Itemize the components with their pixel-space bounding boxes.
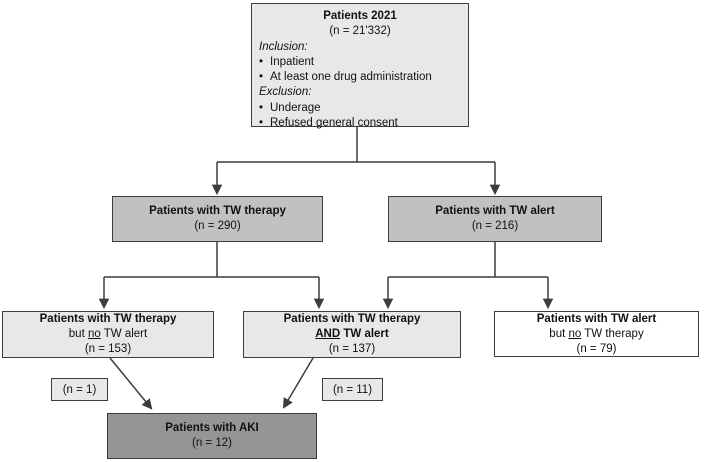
edge-and-to-aki (282, 357, 314, 409)
edge-no-alert-to-aki (109, 357, 153, 410)
box-title: Patients 2021 (323, 10, 397, 22)
exclusion-item: • Refused general consent (259, 116, 461, 131)
box-subtitle: but no TW alert (68, 328, 148, 340)
bullet-icon: • (259, 71, 264, 84)
box-title: Patients with TW alert (536, 312, 657, 325)
box-therapy-and-alert: Patients with TW therapy AND TW alert (n… (243, 311, 461, 358)
box-patients-2021: Patients 2021 (n = 21'332) Inclusion: • … (251, 3, 469, 129)
box-count: (n = 153) (84, 343, 132, 355)
box-tw-therapy: Patients with TW therapy (n = 290) (112, 196, 323, 242)
box-subtitle: AND TW alert (315, 328, 389, 340)
box-alert-no-therapy: Patients with TW alert but no TW therapy… (494, 311, 699, 357)
edge-therapy-to-level3 (98, 242, 325, 310)
edge-label-n1: (n = 1) (51, 378, 108, 401)
box-title: Patients with TW therapy (283, 313, 421, 325)
edge-label-n11: (n = 11) (322, 378, 383, 401)
box-tw-alert: Patients with TW alert (n = 216) (388, 196, 602, 242)
inclusion-item-text: At least one drug administration (270, 71, 432, 84)
box-count: (n = 12) (192, 437, 232, 449)
box-count: (n = 79) (576, 342, 617, 355)
box-count: (n = 290) (194, 220, 241, 232)
bullet-icon: • (259, 55, 264, 68)
box-title: Patients with AKI (165, 422, 259, 434)
inclusion-item: • Inpatient (259, 55, 461, 70)
inclusion-item: • At least one drug administration (259, 70, 461, 85)
box-title: Patients with TW alert (435, 205, 555, 217)
exclusion-item: • Underage (259, 101, 461, 116)
box-subtitle: but no TW therapy (549, 327, 644, 340)
exclusion-item-text: Refused general consent (270, 117, 398, 130)
edge-alert-to-level3 (382, 242, 554, 310)
box-count: (n = 21'332) (329, 25, 391, 38)
exclusion-item-text: Underage (270, 101, 321, 114)
edge-label-text: (n = 11) (332, 383, 373, 396)
box-count: (n = 137) (328, 343, 376, 355)
bullet-icon: • (259, 101, 264, 114)
inclusion-label: Inclusion: (259, 40, 308, 53)
box-title: Patients with TW therapy (149, 205, 286, 217)
box-therapy-no-alert: Patients with TW therapy but no TW alert… (2, 311, 214, 358)
edge-label-text: (n = 1) (62, 383, 97, 396)
box-count: (n = 216) (471, 220, 519, 232)
exclusion-label: Exclusion: (259, 86, 312, 99)
box-patients-aki: Patients with AKI (n = 12) (107, 413, 317, 459)
edge-top-to-level2 (211, 127, 501, 196)
bullet-icon: • (259, 117, 264, 130)
box-title: Patients with TW therapy (39, 313, 177, 325)
inclusion-item-text: Inpatient (270, 55, 315, 68)
